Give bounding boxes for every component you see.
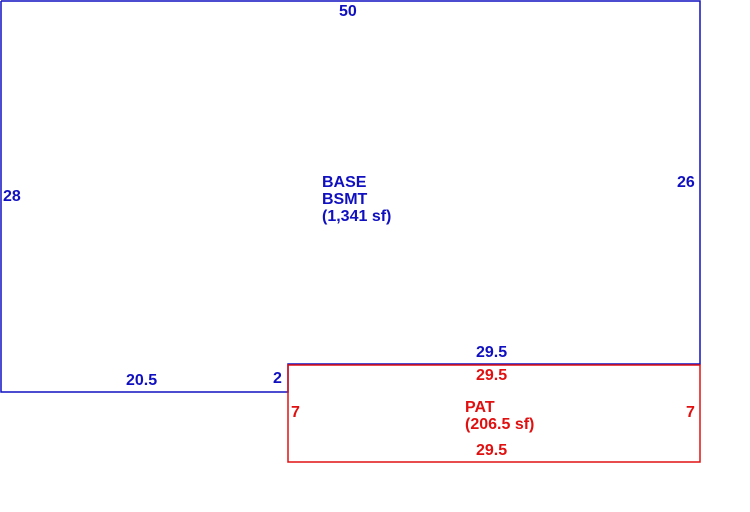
base-dim-bottom-right: 29.5 [476, 344, 508, 361]
base-area-size: (1,341 sf) [322, 208, 392, 225]
base-dim-right: 26 [677, 174, 695, 191]
patio-outline [287, 364, 701, 463]
patio-area-name: PAT [465, 399, 495, 416]
base-outline [0, 0, 701, 393]
patio-dim-left: 7 [291, 404, 300, 421]
base-dim-bottom-left: 20.5 [126, 372, 158, 389]
base-dim-left: 28 [3, 188, 21, 205]
patio-dim-bottom: 29.5 [476, 442, 508, 459]
base-dim-top: 50 [339, 3, 357, 20]
patio-dim-top: 29.5 [476, 367, 508, 384]
base-dim-step: 2 [273, 370, 282, 387]
patio-dim-right: 7 [686, 404, 695, 421]
patio-area-size: (206.5 sf) [465, 416, 535, 433]
base-area-subname: BSMT [322, 191, 368, 208]
base-area-name: BASE [322, 174, 367, 191]
